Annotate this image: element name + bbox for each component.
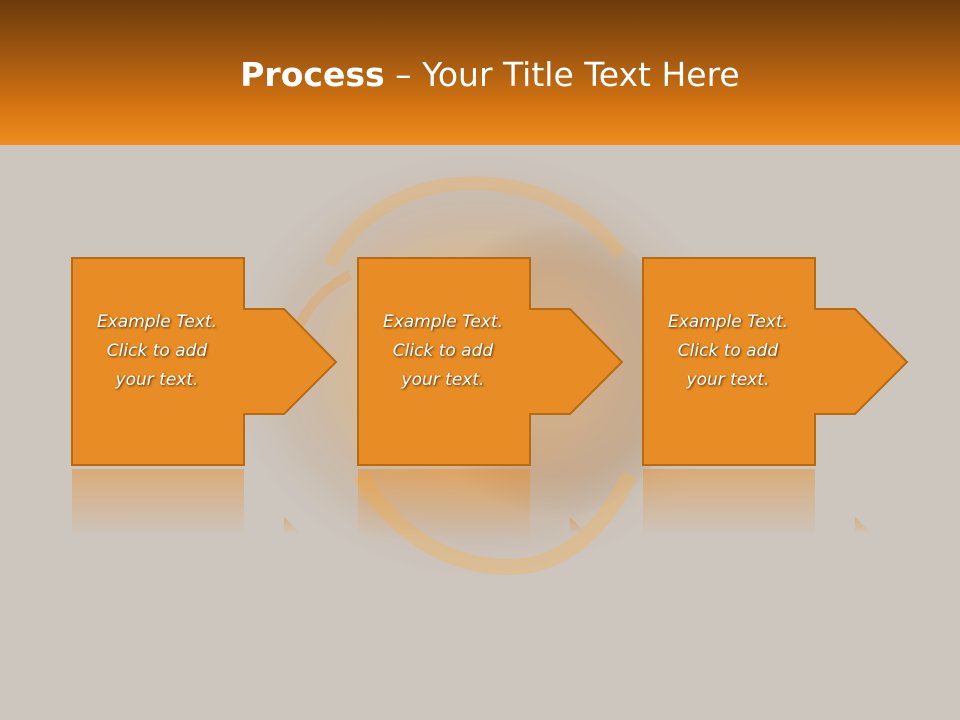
step-text-line: Click to add <box>677 341 779 361</box>
title-bold: Process <box>240 55 385 94</box>
step-text[interactable]: Example Text. Click to add your text. <box>642 308 814 395</box>
step-text-line: Example Text. <box>382 312 504 332</box>
step-text-line: Click to add <box>392 341 494 361</box>
arrow-box-shape <box>71 257 338 466</box>
title-rest: – Your Title Text Here <box>384 55 740 94</box>
arrow-box-shape <box>642 257 909 466</box>
step-text-line: your text. <box>115 370 199 390</box>
process-step-2[interactable]: Example Text. Click to add your text. <box>357 257 624 539</box>
step-text-line: Example Text. <box>667 312 789 332</box>
step-text-line: your text. <box>686 370 770 390</box>
title-bar <box>0 0 960 145</box>
process-step-3[interactable]: Example Text. Click to add your text. <box>642 257 909 539</box>
step-text[interactable]: Example Text. Click to add your text. <box>357 308 529 395</box>
arrow-box-shape <box>357 257 624 466</box>
step-text-line: Click to add <box>106 341 208 361</box>
process-step-1[interactable]: Example Text. Click to add your text. <box>71 257 338 539</box>
step-text[interactable]: Example Text. Click to add your text. <box>71 308 243 395</box>
step-text-line: Example Text. <box>96 312 218 332</box>
step-text-line: your text. <box>401 370 485 390</box>
slide-title[interactable]: Process – Your Title Text Here <box>0 52 960 98</box>
